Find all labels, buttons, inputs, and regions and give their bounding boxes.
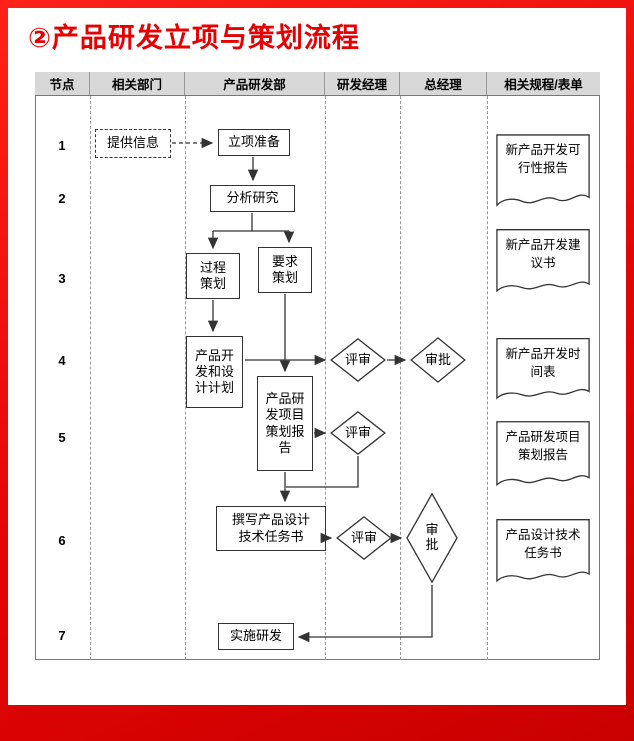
document-shape	[495, 228, 591, 296]
doc-label: 新产品开发建 议书	[505, 238, 581, 271]
flow-step-planning-report: 产品研 发项目 策划报 告	[257, 376, 313, 471]
decision-label: 审 批	[425, 522, 439, 552]
flow-decision-approve-1: 审批	[410, 337, 466, 383]
doc-label: 新产品开发时 间表	[505, 347, 581, 380]
flow-decision-review-3: 评审	[336, 516, 392, 560]
flow-step-implement: 实施研发	[218, 623, 294, 650]
column-separator	[185, 96, 186, 660]
flow-decision-review-1: 评审	[330, 338, 386, 382]
doc-timeline: 新产品开发时 间表	[495, 337, 591, 403]
decision-label: 审批	[424, 351, 451, 367]
document-shape	[495, 337, 591, 403]
column-header-node: 节点	[35, 72, 90, 95]
column-separator	[487, 96, 488, 660]
doc-label: 产品设计技术 任务书	[505, 528, 581, 561]
doc-feasibility-report: 新产品开发可 行性报告	[495, 133, 591, 211]
column-separator	[400, 96, 401, 660]
node-number: 7	[58, 628, 66, 643]
flow-step-provide-info: 提供信息	[95, 129, 171, 158]
node-number: 6	[58, 533, 66, 548]
node-number: 2	[58, 191, 66, 206]
node-number: 1	[58, 138, 66, 153]
column-separator	[90, 96, 91, 660]
doc-planning-report: 产品研发项目 策划报告	[495, 420, 591, 490]
document-shape	[495, 133, 591, 211]
doc-task-book: 产品设计技术 任务书	[495, 518, 591, 586]
flow-step-project-prep: 立项准备	[218, 129, 290, 156]
column-separator	[325, 96, 326, 660]
decision-label: 评审	[344, 351, 371, 367]
flow-step-write-task: 撰写产品设计 技术任务书	[216, 506, 326, 551]
doc-label: 产品研发项目 策划报告	[505, 430, 581, 463]
column-header-rnd-dept: 产品研发部	[185, 72, 325, 95]
diamond-shape	[336, 516, 392, 560]
flow-decision-approve-2: 审 批	[406, 492, 458, 584]
diamond-shape	[406, 492, 458, 584]
column-header-docs: 相关规程/表单	[487, 72, 600, 95]
diamond-shape	[330, 338, 386, 382]
page-title: ②产品研发立项与策划流程	[28, 23, 360, 53]
doc-label: 新产品开发可 行性报告	[505, 143, 581, 176]
column-header-rnd-manager: 研发经理	[325, 72, 400, 95]
flow-step-process-planning: 过程 策划	[186, 253, 240, 299]
column-header-related-dept: 相关部门	[90, 72, 185, 95]
document-shape	[495, 420, 591, 490]
flow-step-analysis: 分析研究	[210, 185, 295, 212]
column-header-general-manager: 总经理	[400, 72, 487, 95]
node-number: 5	[58, 430, 66, 445]
node-number: 4	[58, 353, 66, 368]
diamond-shape	[410, 337, 466, 383]
flow-step-requirement-planning: 要求 策划	[258, 247, 312, 293]
document-shape	[495, 518, 591, 586]
flow-step-dev-design-plan: 产品开 发和设 计计划	[186, 336, 243, 408]
table-header-row: 节点 相关部门 产品研发部 研发经理 总经理 相关规程/表单	[35, 72, 600, 96]
doc-proposal: 新产品开发建 议书	[495, 228, 591, 296]
node-number: 3	[58, 271, 66, 286]
diamond-shape	[330, 411, 386, 455]
decision-label: 评审	[344, 424, 371, 440]
decision-label: 评审	[350, 529, 377, 545]
flow-decision-review-2: 评审	[330, 411, 386, 455]
